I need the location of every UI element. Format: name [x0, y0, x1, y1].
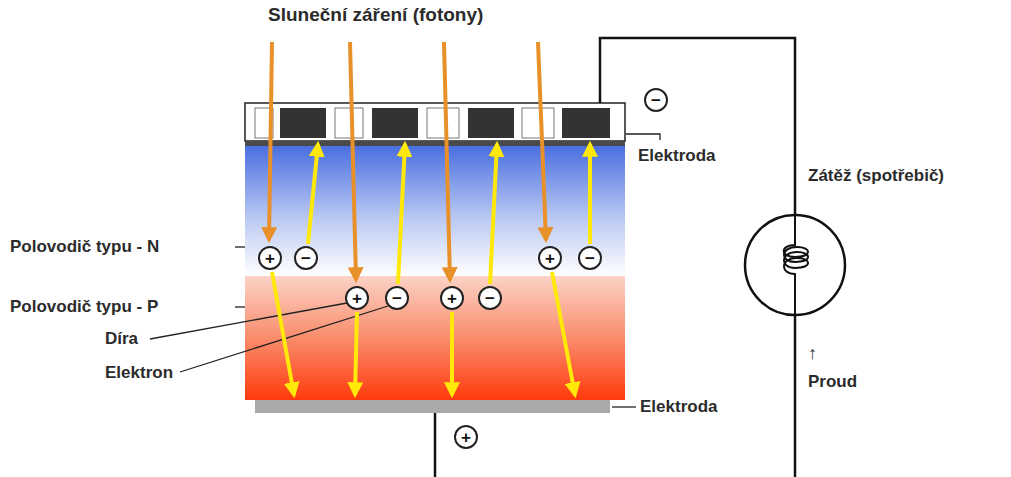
top-electrode — [245, 103, 625, 146]
layer-label: Polovodič typu - P — [10, 297, 158, 317]
hole-sign: + — [258, 246, 282, 270]
p-layer — [245, 276, 625, 400]
current-label: Proud — [808, 372, 857, 392]
hole-sign: + — [440, 286, 464, 310]
circuit-wire — [435, 38, 795, 477]
current-arrow: ↑ — [808, 343, 817, 364]
photon-arrow — [269, 42, 546, 280]
leader-line — [150, 134, 660, 407]
load-bulb — [745, 215, 845, 315]
carrier-arrow — [272, 144, 590, 395]
electron-sign: − — [478, 286, 502, 310]
part-label: Elektroda — [638, 146, 715, 166]
terminal-sign: − — [644, 88, 668, 112]
electron-sign: − — [294, 246, 318, 270]
part-label: Díra — [105, 329, 138, 349]
title-label: Sluneční záření (fotony) — [268, 4, 483, 26]
part-label: Elektron — [105, 363, 173, 383]
hole-sign: + — [538, 246, 562, 270]
terminal-sign: + — [454, 425, 478, 449]
electron-sign: − — [385, 286, 409, 310]
n-layer — [245, 146, 625, 276]
part-label: Elektroda — [640, 397, 717, 417]
electron-sign: − — [578, 246, 602, 270]
part-label: Zátěž (spotřebič) — [808, 166, 944, 186]
hole-sign: + — [345, 286, 369, 310]
bottom-electrode — [255, 400, 610, 413]
layer-label: Polovodič typu - N — [10, 237, 159, 257]
